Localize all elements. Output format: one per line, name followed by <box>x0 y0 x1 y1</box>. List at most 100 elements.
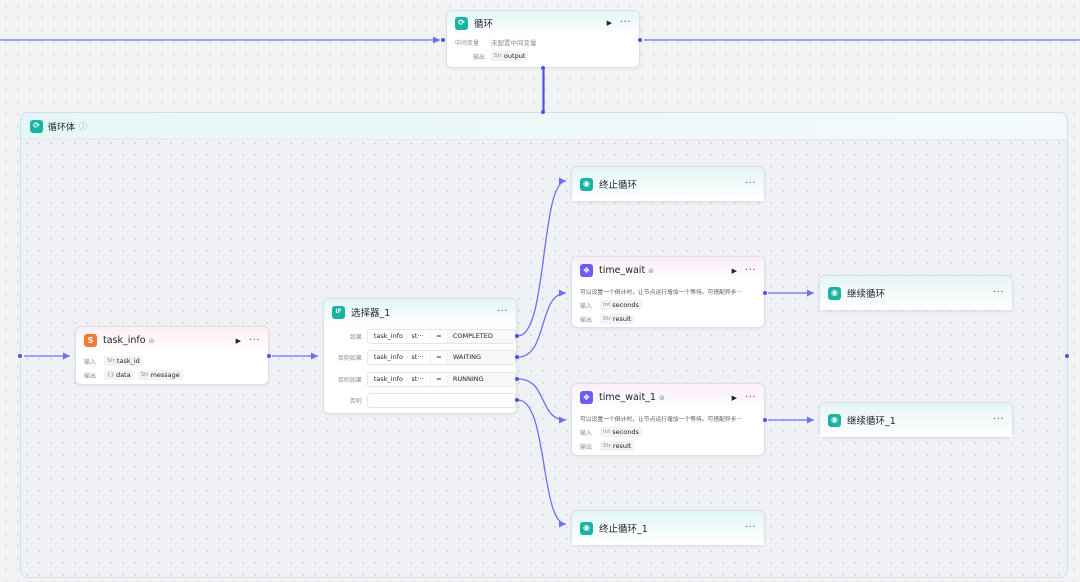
continue-loop-node[interactable]: ◉ 继续循环 ··· <box>819 275 1013 311</box>
continue-loop-1-header: ◉ 继续循环_1 ··· <box>820 403 1012 437</box>
more-icon[interactable]: ··· <box>992 287 1004 298</box>
end-loop-title: 终止循环 <box>599 180 638 191</box>
continue-loop-icon: ◉ <box>828 286 841 300</box>
loop-body-port[interactable] <box>541 66 545 70</box>
condition-box-empty[interactable] <box>366 392 516 408</box>
row-label: 输入 <box>84 358 97 366</box>
condition-operator[interactable]: = <box>429 372 448 386</box>
condition-row-if: 如果 task_info›st··· = COMPLETED <box>324 328 516 344</box>
condition-row-elseif-2: 否则如果 task_info›st··· = RUNNING <box>324 371 516 387</box>
loop-body-top-port[interactable] <box>541 110 545 114</box>
selector-icon: IF <box>332 305 345 319</box>
loop-node-variable-row: 中间变量 未配置中间变量 <box>447 35 639 49</box>
condition-value[interactable]: RUNNING <box>447 372 515 386</box>
condition-value[interactable]: WAITING <box>447 350 515 364</box>
output-chip: {}data <box>104 370 134 380</box>
loop-body-header: ⟳ 循环体 ⓘ <box>21 113 1067 140</box>
time-wait-1-output-port[interactable] <box>763 418 767 422</box>
loop-icon: ⟳ <box>30 119 43 133</box>
condition-box[interactable]: task_info›st··· = WAITING <box>366 349 516 365</box>
end-loop-header: ◉ 终止循环 ··· <box>572 167 764 201</box>
time-wait-title: time_wait <box>599 265 646 276</box>
task-info-output-port[interactable] <box>267 354 271 358</box>
condition-value[interactable]: COMPLETED <box>447 329 515 343</box>
play-icon[interactable]: ▶ <box>235 336 241 345</box>
select-icon: ⊜ <box>148 336 155 345</box>
time-wait-1-title: time_wait_1 <box>599 392 656 403</box>
selector-title: 选择器_1 <box>351 308 391 319</box>
time-wait-1-node[interactable]: ❖ time_wait_1 ⊜ ▶ ··· 可以设置一个倒计时，让节点运行增加一… <box>571 383 765 456</box>
condition-left: task_info›st··· <box>373 353 424 361</box>
condition-label: 否则 <box>349 397 362 405</box>
row-value: 未配置中间变量 <box>491 39 537 47</box>
loop-body-start-port[interactable] <box>18 354 22 358</box>
row-label: 输出 <box>580 443 593 451</box>
continue-loop-icon: ◉ <box>828 413 841 427</box>
more-icon[interactable]: ··· <box>744 178 756 189</box>
time-wait-description: 可以设置一个倒计时，让节点运行增加一个等待。可搭配异步··· <box>580 289 743 296</box>
plugin-icon: ❖ <box>580 264 593 277</box>
condition-operator[interactable]: = <box>429 350 448 364</box>
more-icon[interactable]: ··· <box>744 391 756 403</box>
condition-operator[interactable]: = <box>429 329 448 343</box>
select-icon: ⊜ <box>648 266 655 275</box>
condition-label: 否则如果 <box>337 376 362 384</box>
loop-node-header: ⟳ 循环 ▶ ··· <box>447 11 639 35</box>
more-icon[interactable]: ··· <box>744 522 756 533</box>
continue-loop-1-title: 继续循环_1 <box>847 416 896 427</box>
selector-if-port[interactable] <box>515 334 519 338</box>
more-icon[interactable]: ··· <box>248 334 260 346</box>
row-label: 输出 <box>84 372 97 380</box>
loop-icon: ⟳ <box>455 16 468 30</box>
condition-row-else: 否则 <box>324 392 516 408</box>
selector-else-port[interactable] <box>515 398 519 402</box>
end-loop-node[interactable]: ◉ 终止循环 ··· <box>571 166 765 202</box>
time-wait-output-port[interactable] <box>763 291 767 295</box>
end-loop-1-node[interactable]: ◉ 终止循环_1 ··· <box>571 510 765 546</box>
play-icon[interactable]: ▶ <box>731 266 737 275</box>
plugin-icon: ❖ <box>580 391 593 404</box>
select-icon: ⊜ <box>658 393 665 402</box>
selector-elseif-1-port[interactable] <box>515 355 519 359</box>
more-icon[interactable]: ··· <box>992 414 1004 425</box>
loop-body-title: 循环体 <box>48 122 76 133</box>
selector-elseif-2-port[interactable] <box>515 377 519 381</box>
task-info-title: task_info <box>103 335 146 346</box>
condition-box[interactable]: task_info›st··· = RUNNING <box>366 371 516 387</box>
row-label: 输入 <box>580 429 593 437</box>
more-icon[interactable]: ··· <box>496 306 508 317</box>
row-label: 中间变量 <box>455 39 480 47</box>
row-label: 输出 <box>580 316 593 324</box>
condition-label: 如果 <box>349 333 362 341</box>
loop-input-port[interactable] <box>441 38 445 42</box>
continue-loop-title: 继续循环 <box>847 289 886 300</box>
condition-label: 否则如果 <box>337 354 362 362</box>
continue-loop-1-node[interactable]: ◉ 继续循环_1 ··· <box>819 402 1013 438</box>
loop-body-end-port[interactable] <box>1065 354 1069 358</box>
more-icon[interactable]: ··· <box>619 17 631 28</box>
condition-box[interactable]: task_info›st··· = COMPLETED <box>366 328 516 344</box>
condition-left: task_info›st··· <box>373 332 424 340</box>
selector-node[interactable]: IF 选择器_1 ··· 如果 task_info›st··· = COMPLE… <box>323 298 517 414</box>
info-icon[interactable]: ⓘ <box>79 121 88 131</box>
row-label: 输入 <box>580 302 593 310</box>
time-wait-node[interactable]: ❖ time_wait ⊜ ▶ ··· 可以设置一个倒计时，让节点运行增加一个等… <box>571 256 765 328</box>
selector-header: IF 选择器_1 ··· <box>324 299 516 325</box>
loop-output-port[interactable] <box>638 38 642 42</box>
play-icon[interactable]: ▶ <box>731 393 737 402</box>
loop-node-title: 循环 <box>474 19 494 30</box>
more-icon[interactable]: ··· <box>744 264 756 276</box>
play-icon[interactable]: ▶ <box>606 19 612 27</box>
